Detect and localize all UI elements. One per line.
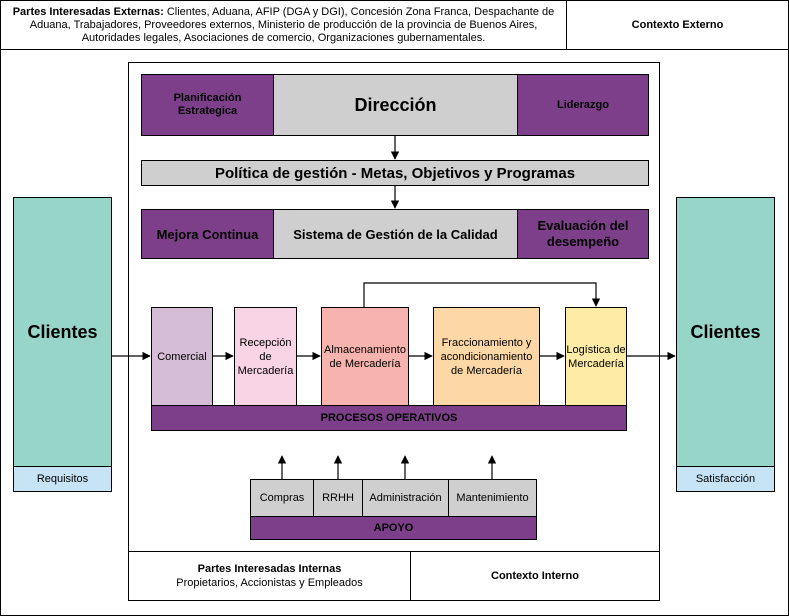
planning-label: Planificación Estrategica [173, 92, 242, 117]
process-comercial: Comercial [151, 307, 213, 406]
process-logistica: Logística de Mercadería [565, 307, 627, 406]
support-bar: APOYO [250, 516, 537, 540]
operational-processes-bar: PROCESOS OPERATIVOS [151, 405, 627, 431]
internal-parties-text: Propietarios, Accionistas y Empleados [176, 577, 363, 589]
support-rrhh-label: RRHH [322, 492, 354, 504]
support-label: APOYO [373, 522, 414, 534]
process-fraccionamiento: Fraccionamiento y acondicionamiento de M… [433, 307, 540, 406]
external-context-label: Contexto Externo [631, 19, 724, 31]
left-clients-title: Clientes [27, 321, 98, 342]
process-comercial-label: Comercial [157, 350, 207, 363]
satisfaction-box: Satisfacción [676, 466, 775, 492]
support-administracion-label: Administración [369, 492, 442, 504]
performance-evaluation-box: Evaluación del desempeño [517, 209, 649, 259]
requirements-box: Requisitos [13, 466, 112, 492]
right-clients-box: Clientes [676, 197, 775, 467]
planning-box: Planificación Estrategica [141, 74, 274, 136]
support-mantenimiento-label: Mantenimiento [456, 492, 529, 504]
process-recepcion: Recepción de Mercadería [234, 307, 297, 406]
external-parties-label: Partes Interesadas Externas: [12, 6, 164, 18]
leadership-label: Liderazgo [557, 99, 609, 111]
internal-context-label: Contexto Interno [491, 570, 579, 582]
right-clients-title: Clientes [690, 321, 761, 342]
process-recepcion-label: Recepción de Mercadería [237, 336, 294, 377]
performance-evaluation-label: Evaluación del desempeño [537, 218, 629, 249]
requirements-label: Requisitos [36, 473, 89, 485]
internal-parties-title: Partes Interesadas Internas [197, 563, 342, 575]
internal-context-box: Contexto Interno [410, 551, 660, 601]
external-context-box: Contexto Externo [566, 0, 789, 50]
external-parties-box: Partes Interesadas Externas: Clientes, A… [0, 0, 567, 50]
support-administracion: Administración [362, 479, 449, 517]
process-fraccionamiento-label: Fraccionamiento y acondicionamiento de M… [440, 336, 533, 377]
qms-label: Sistema de Gestión de la Calidad [293, 226, 498, 242]
left-clients-box: Clientes [13, 197, 112, 467]
continuous-improvement-label: Mejora Continua [156, 226, 259, 242]
policy-label: Política de gestión - Metas, Objetivos y… [214, 164, 576, 182]
qms-box: Sistema de Gestión de la Calidad [273, 209, 518, 259]
process-almacenamiento-label: Almacenamiento de Mercadería [324, 343, 406, 370]
continuous-improvement-box: Mejora Continua [141, 209, 274, 259]
process-logistica-label: Logística de Mercadería [566, 343, 626, 370]
internal-parties-box: Partes Interesadas Internas Propietarios… [128, 551, 411, 601]
external-parties-text: Clientes, Aduana, AFIP (DGA y DGI), Conc… [29, 6, 555, 44]
support-compras: Compras [250, 479, 314, 517]
leadership-box: Liderazgo [517, 74, 649, 136]
policy-box: Política de gestión - Metas, Objetivos y… [141, 160, 649, 186]
support-compras-label: Compras [259, 492, 305, 504]
direction-label: Dirección [354, 94, 437, 115]
operational-processes-label: PROCESOS OPERATIVOS [320, 412, 458, 424]
process-almacenamiento: Almacenamiento de Mercadería [321, 307, 409, 406]
support-rrhh: RRHH [313, 479, 363, 517]
satisfaction-label: Satisfacción [695, 473, 756, 485]
direction-box: Dirección [273, 74, 518, 136]
support-mantenimiento: Mantenimiento [448, 479, 537, 517]
